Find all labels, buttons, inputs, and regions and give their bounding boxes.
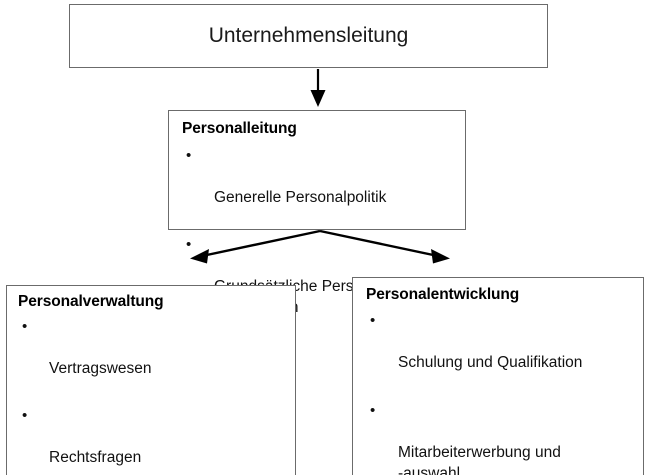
box-personalentwicklung-heading: Personalentwicklung bbox=[366, 286, 520, 303]
box-personalleitung-heading: Personalleitung bbox=[182, 120, 297, 137]
box-personalverwaltung[interactable]: Personalverwaltung • Vertragswesen • Rec… bbox=[6, 285, 296, 475]
box-unternehmensleitung[interactable]: Unternehmensleitung bbox=[69, 4, 548, 68]
arrow-split-right bbox=[319, 229, 450, 264]
list-item-label: Generelle Personalpolitik bbox=[214, 189, 387, 206]
bullet-icon: • bbox=[22, 407, 28, 424]
list-item: • Generelle Personalpolitik bbox=[186, 145, 456, 229]
box-personalverwaltung-bullet-list: • Vertragswesen • Rechtsfragen • Abrechn… bbox=[22, 316, 290, 475]
list-item: • Rechtsfragen bbox=[22, 405, 290, 475]
list-item: • Mitarbeiterwerbung und -auswahl bbox=[370, 400, 638, 475]
arrow-top-to-personalleitung bbox=[310, 69, 326, 107]
bullet-icon: • bbox=[186, 236, 192, 253]
box-personalentwicklung[interactable]: Personalentwicklung • Schulung und Quali… bbox=[352, 277, 644, 475]
list-item-label: Mitarbeiterwerbung und -auswahl bbox=[398, 444, 561, 475]
box-personalleitung[interactable]: Personalleitung • Generelle Personalpoli… bbox=[168, 110, 466, 316]
arrow-split-left bbox=[190, 229, 321, 264]
bullet-icon: • bbox=[370, 312, 376, 329]
bullet-icon: • bbox=[22, 318, 28, 335]
list-item: • Vertragswesen bbox=[22, 316, 290, 400]
list-item-label: Rechtsfragen bbox=[49, 449, 142, 466]
box-personalentwicklung-bullet-list: • Schulung und Qualifikation • Mitarbeit… bbox=[370, 310, 638, 475]
bullet-icon: • bbox=[370, 402, 376, 419]
list-item-label: Schulung und Qualifikation bbox=[398, 354, 583, 371]
bullet-icon: • bbox=[186, 147, 192, 164]
box-unternehmensleitung-label: Unternehmensleitung bbox=[208, 24, 409, 47]
list-item: • Schulung und Qualifikation bbox=[370, 310, 638, 394]
box-personalverwaltung-heading: Personalverwaltung bbox=[18, 293, 164, 310]
list-item-label: Vertragswesen bbox=[49, 360, 152, 377]
